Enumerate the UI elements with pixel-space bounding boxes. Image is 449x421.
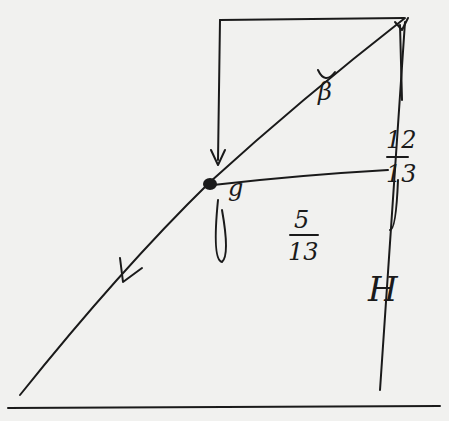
sketch-label: 5: [294, 208, 309, 232]
arrowhead: [120, 258, 142, 282]
height-line: [380, 22, 405, 390]
sketch-label: β: [318, 80, 332, 104]
top-line: [220, 18, 404, 20]
arrowhead: [211, 150, 225, 165]
fraction-bar: [290, 234, 318, 236]
sketch-label: 13: [386, 162, 417, 186]
tick: [395, 18, 408, 30]
sketch-label: g: [228, 176, 243, 200]
ground-line: [8, 406, 440, 408]
angle-arc: [318, 70, 335, 78]
fraction-bar: [387, 156, 408, 158]
sketch-label: H: [368, 272, 398, 306]
sketch-label: 12: [386, 128, 417, 152]
left-line: [218, 20, 220, 160]
vertical-line: [400, 25, 402, 100]
trajectory: [20, 18, 405, 395]
vertical-line: [390, 180, 398, 230]
loop-mark: [216, 200, 226, 262]
point-mass: [203, 178, 217, 190]
sketch-label: 13: [288, 240, 319, 264]
